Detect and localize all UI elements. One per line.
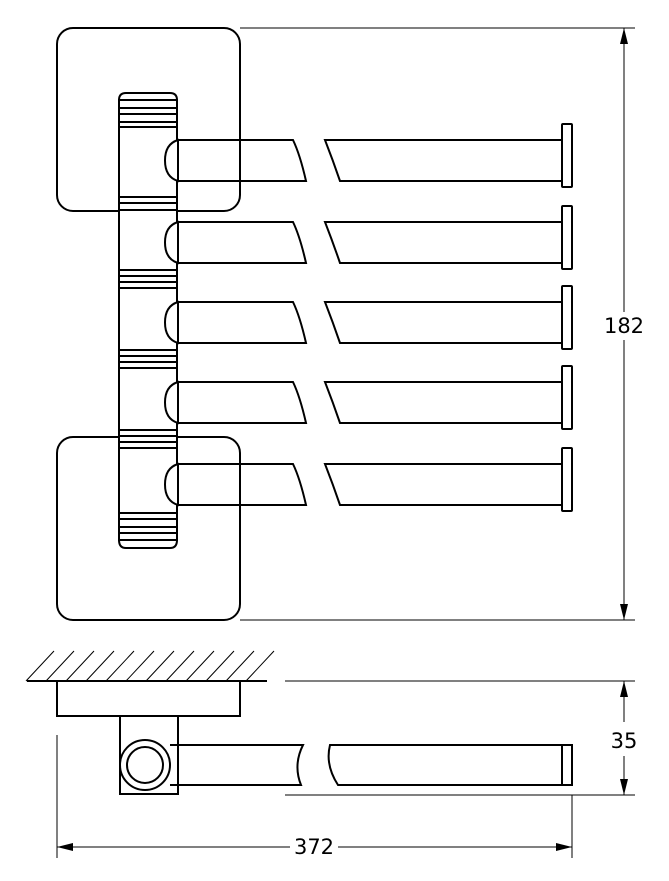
towel-arm [170,123,573,188]
height-label: 182 [604,314,644,338]
depth-dimension: 35 [285,680,638,796]
towel-arms [170,123,573,512]
pivot-ring-inner [126,746,164,784]
arm-knuckle [163,462,179,507]
arm-knuckle [163,138,179,183]
top-cap [117,92,179,101]
width-dimension: 372 [56,735,573,859]
side-view: 35 372 [25,650,638,859]
towel-arm [170,365,573,430]
towel-arm [170,447,573,512]
depth-label: 35 [611,729,638,753]
side-wall-plate [56,680,241,717]
arm-knuckle [163,220,179,265]
height-dimension: 182 [240,27,644,621]
arm-knuckle [163,300,179,345]
arm-knuckle [163,380,179,425]
wall-hatching [25,650,275,682]
towel-arm [170,205,573,270]
width-label: 372 [294,835,334,859]
arm-knuckles [163,138,179,507]
towel-arm [170,285,573,350]
front-view: 182 [56,27,644,621]
bottom-cap [117,539,179,549]
